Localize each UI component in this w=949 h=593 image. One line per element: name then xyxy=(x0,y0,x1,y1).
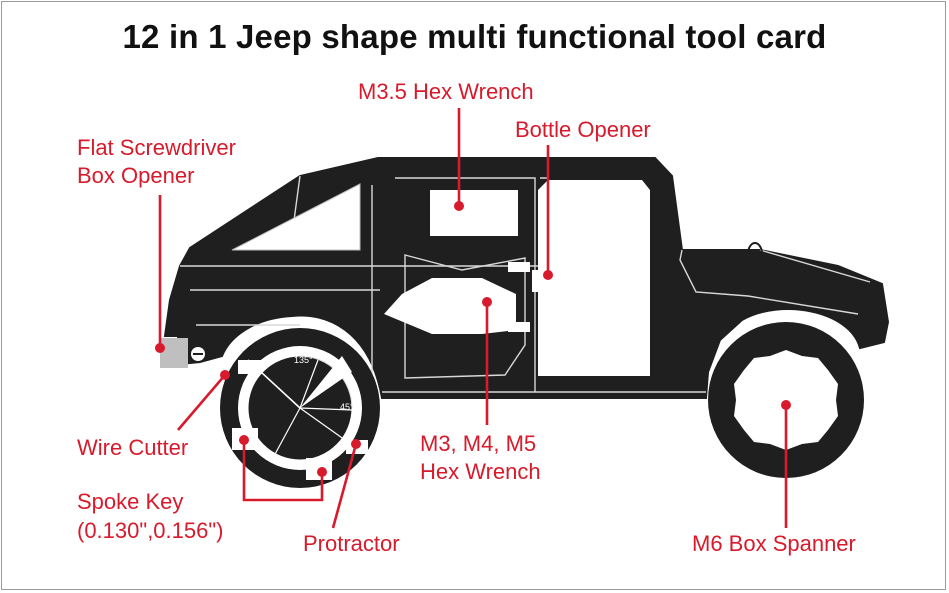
body-trim-lines xyxy=(180,175,871,398)
label-spoke-key-sizes: (0.130",0.156") xyxy=(77,518,224,543)
front-opening xyxy=(538,180,650,376)
label-flat-screwdriver: Flat Screwdriver xyxy=(77,135,236,160)
label-bottle-opener: Bottle Opener xyxy=(515,117,651,142)
rear-wheel xyxy=(220,328,380,488)
antenna xyxy=(747,242,763,253)
label-spoke-key: Spoke Key xyxy=(77,489,184,514)
label-wire-cutter: Wire Cutter xyxy=(77,435,189,460)
protractor-mark-a: 135° xyxy=(294,355,313,365)
label-m3-m4-m5: M3, M4, M5 xyxy=(420,431,537,456)
door-outline xyxy=(404,254,526,379)
callout-dots xyxy=(155,201,791,477)
hinge-top xyxy=(508,262,530,272)
label-m35-hex-wrench: M3.5 Hex Wrench xyxy=(358,79,534,104)
hinge-bottom xyxy=(508,322,530,332)
label-hex-wrench: Hex Wrench xyxy=(420,459,541,484)
callout-lines xyxy=(158,108,788,529)
door-window xyxy=(430,190,518,236)
bottle-opener-slot xyxy=(532,270,540,292)
label-protractor: Protractor xyxy=(303,531,400,556)
label-box-opener: Box Opener xyxy=(77,163,195,188)
label-m6-box-spanner: M6 Box Spanner xyxy=(692,531,856,556)
page-title: 12 in 1 Jeep shape multi functional tool… xyxy=(122,18,827,55)
protractor-mark-b: 45° xyxy=(340,402,354,412)
rear-window xyxy=(231,183,361,251)
screwdriver-tip xyxy=(160,338,188,368)
hex-wrench-cutout xyxy=(384,278,516,334)
